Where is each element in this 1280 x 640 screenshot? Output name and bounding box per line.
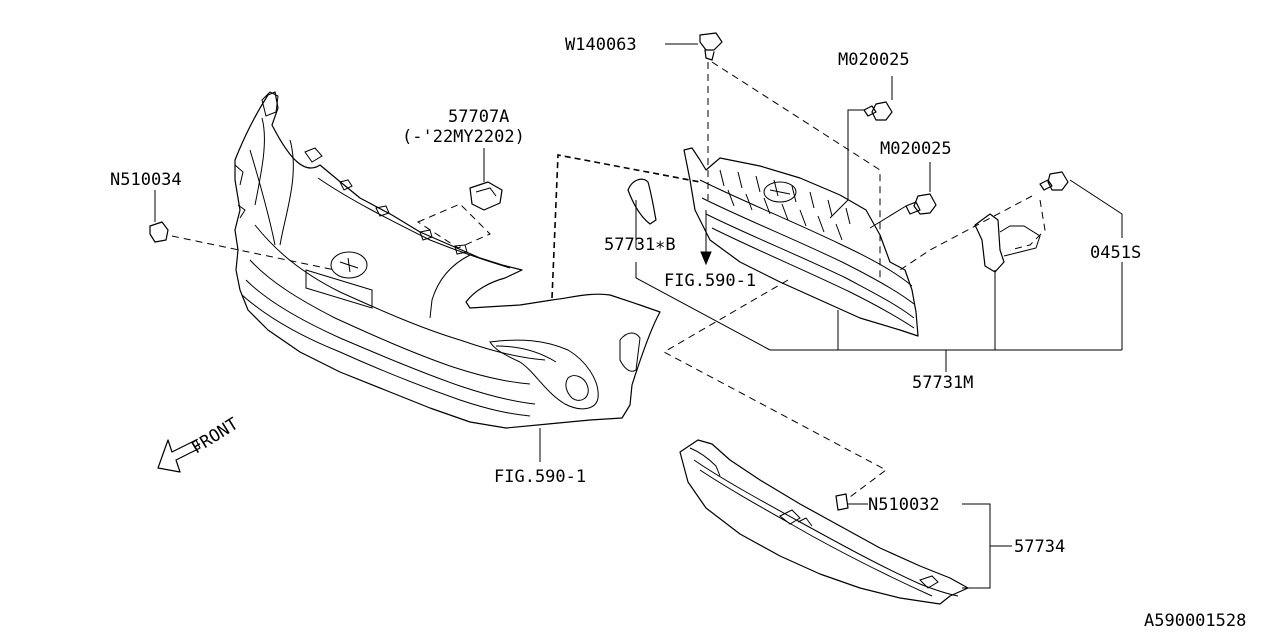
label-57731m: 57731M <box>912 373 973 393</box>
label-diagram-id: A590001528 <box>1144 611 1246 631</box>
bolt-m020025-top <box>863 101 893 121</box>
label-fig5901-upper: FIG.590-1 <box>664 271 756 291</box>
piece-57731b <box>627 178 657 225</box>
leader-lines <box>154 43 1123 589</box>
clip-w140063 <box>699 32 723 61</box>
bolt-m020025-mid <box>905 193 937 215</box>
label-front: FRONT <box>188 414 242 458</box>
front-grille <box>683 147 1041 337</box>
label-57707a-note: (-'22MY2202) <box>402 127 525 147</box>
front-arrow-icon <box>157 439 201 473</box>
label-57731b: 57731∗B <box>604 235 676 255</box>
label-n510034: N510034 <box>110 170 182 190</box>
nut-n510034 <box>149 221 169 243</box>
label-w140063: W140063 <box>565 35 637 55</box>
clip-57707a <box>469 181 503 211</box>
label-fig5901-lower: FIG.590-1 <box>494 467 586 487</box>
under-spoiler <box>679 439 969 605</box>
label-m020025-top: M020025 <box>838 50 910 70</box>
screw-0451s <box>1039 171 1069 191</box>
label-57734: 57734 <box>1014 537 1065 557</box>
label-m020025-mid: M020025 <box>880 139 952 159</box>
label-n510032: N510032 <box>868 495 940 515</box>
assembly-lines <box>171 61 1046 501</box>
label-0451s: 0451S <box>1090 243 1141 263</box>
label-57707a: 57707A <box>448 107 509 127</box>
